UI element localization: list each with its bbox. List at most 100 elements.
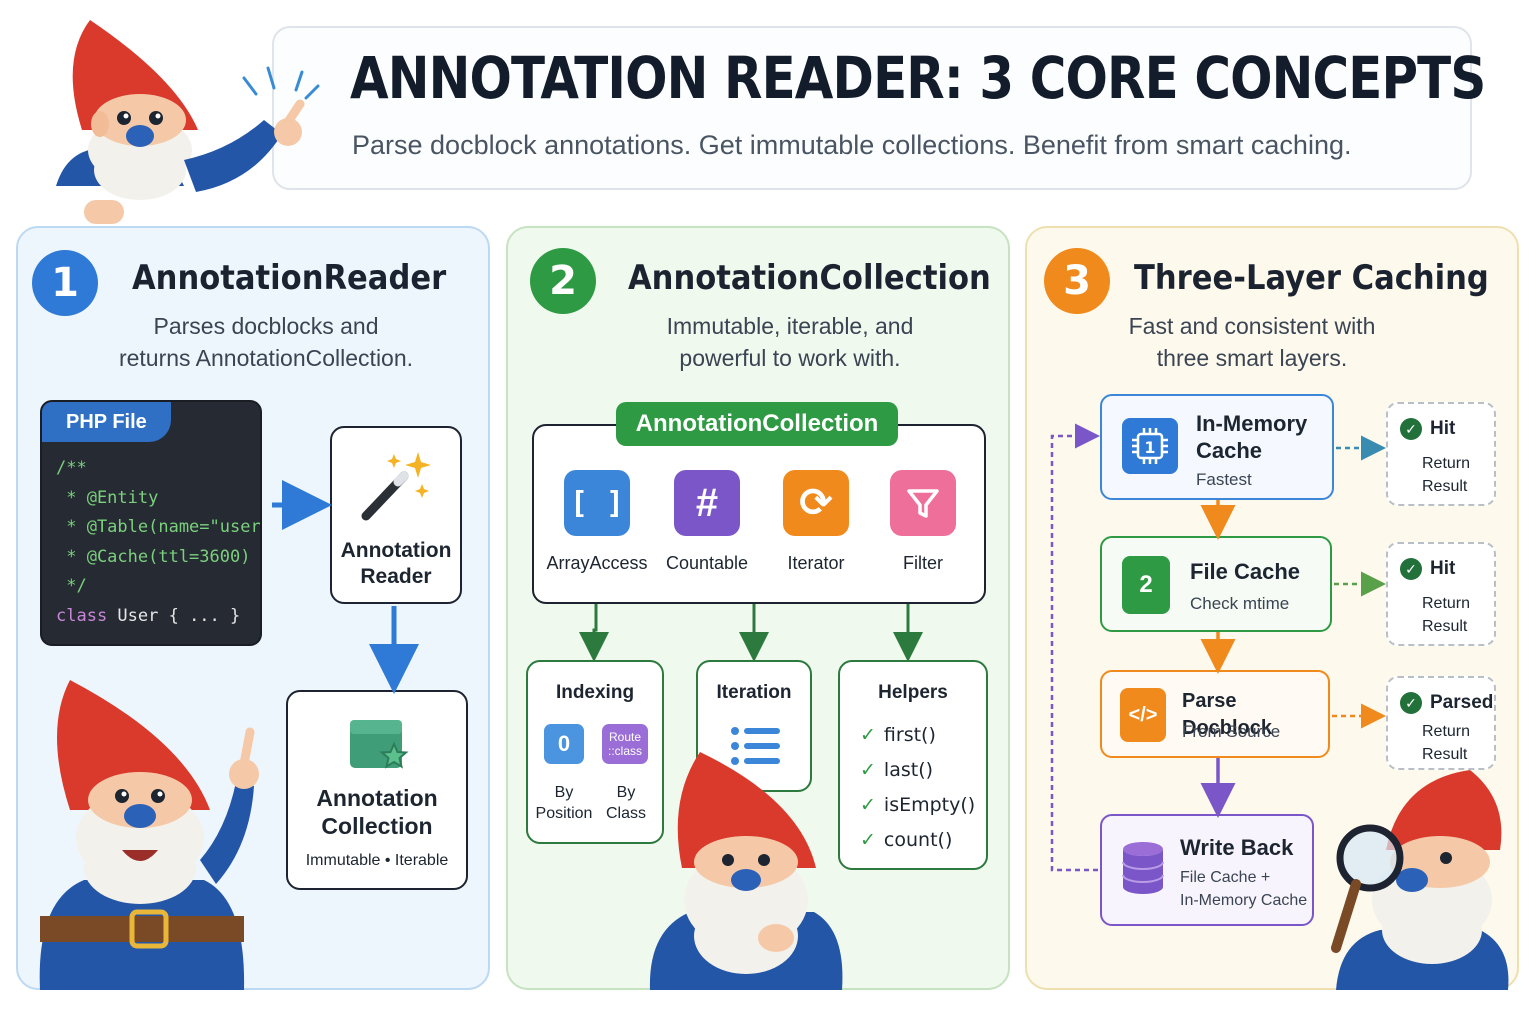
code-keyword: class — [56, 605, 108, 626]
code-line: /** — [56, 458, 87, 478]
helper-label: isEmpty() — [883, 794, 976, 816]
interface-label-filter: Filter — [903, 553, 943, 573]
layer-file-cache: 2 File Cache Check mtime — [1100, 536, 1332, 632]
indexing-card: Indexing 0 Route ::class By Position By … — [526, 660, 664, 844]
step-badge-1: 1 — [32, 250, 98, 316]
php-file-tab: PHP File — [42, 402, 171, 442]
helper-label: last() — [883, 759, 934, 781]
class-glyph-line-1: Route — [608, 730, 642, 744]
chip-glyph: 1 — [1144, 438, 1155, 457]
page-title: ANNOTATION READER: 3 CORE CONCEPTS — [350, 44, 1486, 112]
result-line-2: Result — [1422, 478, 1468, 495]
panel-3-description: Fast and consistent with three smart lay… — [1002, 310, 1502, 374]
filter-icon — [890, 470, 956, 536]
code-class-decl: User { ... } — [107, 605, 241, 626]
result-status: ✓Parsed — [1400, 692, 1493, 714]
panel-3-title: Three-Layer Caching — [1134, 258, 1489, 298]
check-icon: ✓ — [860, 794, 876, 816]
code-line: class User { ... } — [56, 602, 260, 632]
page-subtitle: Parse docblock annotations. Get immutabl… — [352, 130, 1352, 160]
helper-item: ✓ isEmpty() — [860, 794, 975, 816]
helpers-card: Helpers — [838, 660, 988, 870]
layer-3-subtitle: From Source — [1182, 722, 1281, 741]
panel-2-description: Immutable, iterable, and powerful to wor… — [540, 310, 1040, 374]
layer-1-title-line-1: In-Memory — [1196, 411, 1308, 436]
code-lines: /** * @Entity * @Table(name="users") * @… — [56, 454, 260, 632]
layer-1-title-line-2: Cache — [1196, 438, 1263, 463]
annotation-reader-card: Annotation Reader — [330, 426, 462, 604]
layer-write-back: Write Back File Cache + In-Memory Cache — [1100, 814, 1314, 926]
layer-3-title: Parse Docblock — [1182, 690, 1273, 739]
panel-1-title: AnnotationReader — [132, 258, 447, 298]
layer-1-title: In-Memory Cache — [1196, 410, 1307, 464]
result-line-1: Return — [1422, 723, 1471, 740]
index-position-icon: 0 — [544, 724, 584, 764]
collection-card-label-2: Collection — [321, 813, 433, 839]
class-glyph-line-2: ::class — [607, 744, 642, 758]
collection-card-label-1: Annotation — [316, 785, 438, 811]
gnome-magnifier-icon — [1331, 770, 1509, 990]
panel-1-desc-line-1: Parses docblocks and — [153, 313, 379, 339]
chip-icon: 1 — [1122, 418, 1178, 474]
iteration-title: Iteration — [716, 682, 792, 703]
check-circle-icon: ✓ — [1400, 692, 1422, 714]
layer-2-title: File Cache — [1190, 559, 1301, 584]
by-class-line-1: By — [616, 784, 636, 801]
list-icon — [731, 727, 780, 765]
by-position-line-2: Position — [535, 805, 593, 822]
panel-1-desc-line-2: returns AnnotationCollection. — [118, 345, 414, 371]
by-position-label: By Position — [530, 782, 598, 824]
code-line: * @Cache(ttl=3600) — [56, 546, 251, 567]
helpers-title: Helpers — [878, 682, 948, 703]
result-status: ✓Hit — [1400, 558, 1455, 580]
header-card — [272, 26, 1472, 190]
check-icon: ✓ — [860, 724, 876, 746]
file-icon: 2 — [1122, 556, 1170, 614]
result-line-1: Return — [1422, 595, 1471, 612]
annotation-collection-card: Annotation Collection Immutable • Iterab… — [286, 690, 468, 890]
collection-label-pill: AnnotationCollection — [616, 402, 898, 446]
code-line: * @Entity — [56, 487, 159, 508]
layer-2-subtitle: Check mtime — [1190, 594, 1290, 613]
gnome-pointing-up-icon — [39, 680, 259, 990]
result-status-label: Hit — [1430, 418, 1456, 439]
panel-2-title: AnnotationCollection — [628, 258, 991, 298]
arrow-to-indexing — [579, 604, 609, 662]
step-badge-3: 3 — [1044, 248, 1110, 314]
step-badge-2: 2 — [530, 248, 596, 314]
helper-item: ✓ last() — [860, 759, 933, 781]
helper-item: ✓ first() — [860, 724, 936, 746]
reader-card-label-1: Annotation — [340, 539, 452, 562]
by-position-line-1: By — [554, 784, 574, 801]
brackets-icon: [ ] — [564, 470, 630, 536]
helper-label: first() — [883, 724, 936, 746]
panel-2-desc-line-2: powerful to work with. — [679, 345, 901, 371]
interface-label-arrayaccess: ArrayAccess — [546, 553, 648, 573]
check-icon: ✓ — [860, 829, 876, 851]
check-icon: ✓ — [860, 759, 876, 781]
layer-in-memory-cache: 1 In-Memory Cache Fastest — [1100, 394, 1334, 500]
code-icon: </> — [1120, 688, 1166, 742]
by-class-line-2: Class — [605, 805, 646, 822]
result-line-2: Result — [1422, 618, 1468, 635]
result-status: ✓ Hit — [1400, 418, 1455, 440]
check-circle-icon: ✓ — [1400, 418, 1422, 440]
result-status-label: Hit — [1430, 558, 1456, 579]
gnome-pointing-icon — [56, 20, 320, 224]
layer-4-title: Write Back — [1180, 835, 1294, 860]
arrow-write-back-loop — [1050, 423, 1100, 872]
panel-1-description: Parses docblocks and returns AnnotationC… — [16, 310, 516, 374]
helper-label: count() — [883, 829, 953, 851]
code-line: */ — [56, 576, 87, 596]
result-line-2: Result — [1422, 746, 1468, 763]
php-file-code-block: PHP File /** * @Entity * @Table(name="us… — [40, 400, 262, 646]
by-class-label: By Class — [594, 782, 658, 824]
reader-card-label-2: Reader — [360, 565, 432, 588]
layer-4-sub-line-1: File Cache + — [1180, 869, 1271, 886]
